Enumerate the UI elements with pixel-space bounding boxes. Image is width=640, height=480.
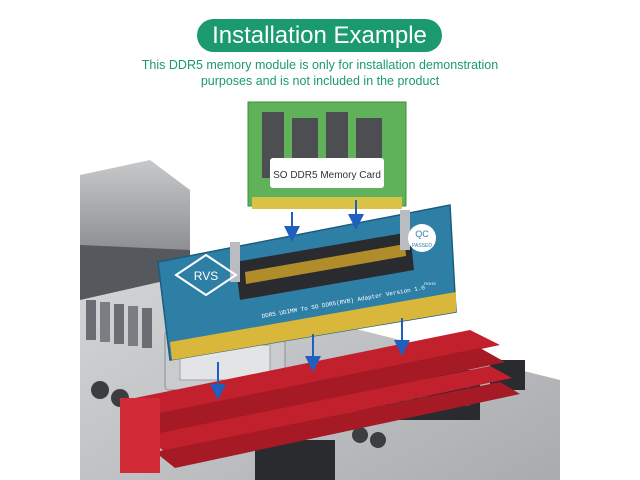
memory-card-label: SO DDR5 Memory Card — [273, 170, 381, 181]
rvs-logo-text: RVS — [194, 269, 218, 283]
adapter-gold-fingers — [170, 292, 456, 360]
page-title: Installation Example — [197, 19, 442, 52]
memory-gold-fingers — [252, 197, 402, 209]
memory-card-label-sticker — [270, 158, 384, 188]
install-arrows — [210, 200, 410, 400]
heatsink-fins — [86, 300, 152, 348]
rohs-mark: ROHS — [424, 281, 436, 286]
qc-passed-badge — [408, 224, 436, 252]
qc-badge-bottom: PASSED — [412, 243, 432, 249]
memory-card: SO DDR5 Memory Card — [247, 101, 407, 209]
disclaimer-line-1: This DDR5 memory module is only for inst… — [141, 58, 499, 72]
disclaimer-line-2: purposes and is not included in the prod… — [200, 74, 440, 88]
qc-badge-top: QC — [415, 229, 429, 239]
rvs-logo — [174, 253, 238, 297]
ddr5-adapter-board: RVS QC PASSED ROHS DDR5 UDIMM To SO DDR5… — [157, 204, 457, 361]
